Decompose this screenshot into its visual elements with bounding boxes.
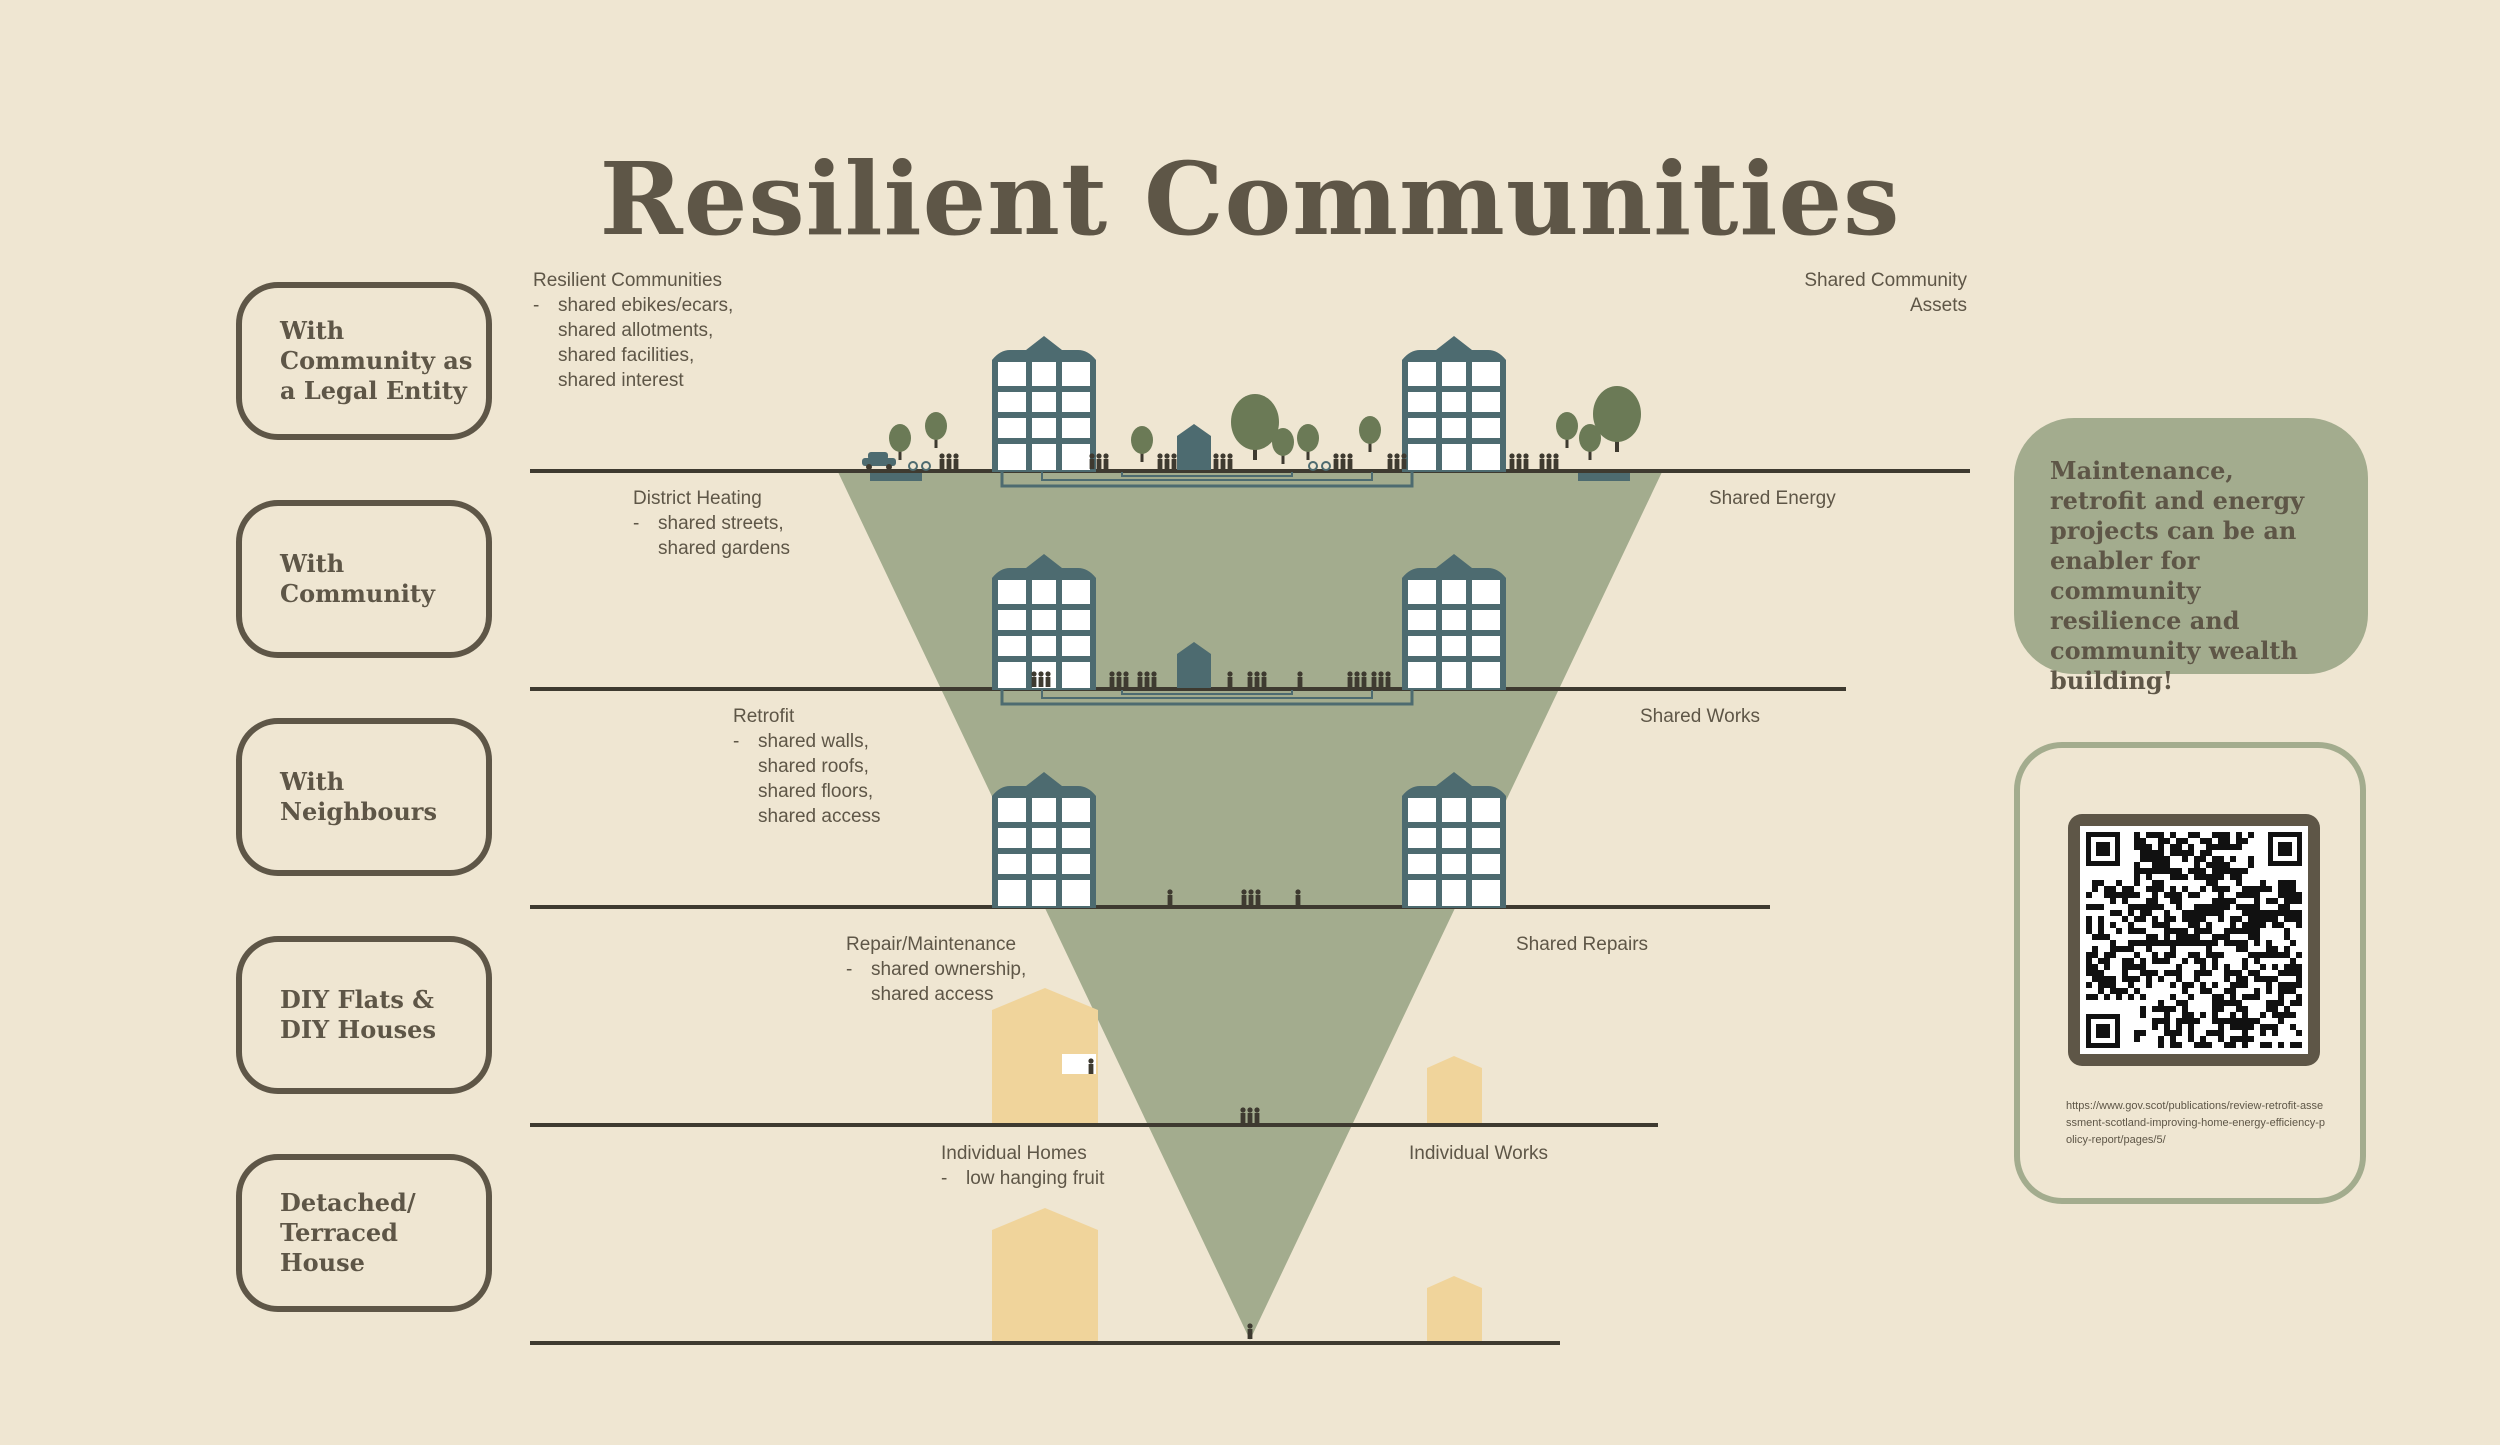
page-title: Resilient Communities bbox=[599, 140, 1901, 258]
qr-code-pattern bbox=[2086, 832, 2302, 1048]
tree-icon bbox=[889, 424, 911, 460]
callout-box: Maintenance, retrofit and energy project… bbox=[2014, 418, 2368, 695]
building-icon bbox=[1402, 554, 1506, 690]
charging-pad bbox=[870, 473, 922, 481]
house-icon bbox=[992, 988, 1098, 1123]
level-neighbours: With Neighbours bbox=[236, 718, 492, 876]
annotation-resilient-communities: Resilient Communities shared ebikes/ecar… bbox=[533, 268, 733, 393]
person-icon bbox=[1247, 1323, 1253, 1339]
house-icon bbox=[1427, 1056, 1482, 1123]
tree-icon bbox=[1297, 424, 1319, 460]
building-icon bbox=[1402, 336, 1506, 472]
car-icon bbox=[862, 452, 896, 470]
annotation-district-heating: District Heating shared streets, shared … bbox=[633, 486, 790, 561]
annotation-shared-works: Shared Works bbox=[1640, 706, 1761, 727]
annotation-repair-maintenance: Repair/Maintenance shared ownership, sha… bbox=[846, 932, 1026, 1007]
qr-finder bbox=[2268, 832, 2302, 866]
qr-finder bbox=[2086, 1014, 2120, 1048]
tree-icon bbox=[1272, 428, 1294, 464]
annotation-shared-community-assets: Shared Community Assets bbox=[1804, 270, 1967, 316]
house-icon bbox=[992, 1208, 1098, 1341]
tier-line bbox=[530, 1123, 1658, 1127]
person-icon bbox=[1240, 1107, 1259, 1123]
qr-modules bbox=[2086, 832, 2302, 1048]
level-legal-entity: With Community as a Legal Entity bbox=[236, 282, 492, 440]
building-icon bbox=[992, 554, 1096, 690]
tier-line bbox=[530, 905, 1770, 909]
qr-finder bbox=[2086, 832, 2120, 866]
tree-icon bbox=[1359, 416, 1381, 452]
tree-icon bbox=[925, 412, 947, 448]
annotation-individual-homes: Individual Homes low hanging fruit bbox=[941, 1141, 1104, 1191]
tier-line bbox=[530, 1341, 1560, 1345]
qr-card: https://www.gov.scot/publications/review… bbox=[2014, 742, 2366, 1204]
source-url[interactable]: https://www.gov.scot/publications/review… bbox=[2066, 1100, 2326, 1146]
building-icon bbox=[992, 336, 1096, 472]
tier-line bbox=[530, 469, 1970, 473]
level-detached: Detached/ Terraced House bbox=[236, 1154, 492, 1312]
tree-icon bbox=[1556, 412, 1578, 448]
level-diy: DIY Flats & DIY Houses bbox=[236, 936, 492, 1094]
bike-icon bbox=[1308, 461, 1331, 471]
level-community: With Community bbox=[236, 500, 492, 658]
annotation-shared-repairs: Shared Repairs bbox=[1516, 934, 1649, 955]
pump-icon bbox=[1177, 424, 1211, 470]
bike-icon bbox=[908, 461, 931, 471]
annotation-retrofit: Retrofit shared walls, shared roofs, sha… bbox=[733, 704, 881, 829]
tree-icon bbox=[1131, 426, 1153, 462]
tree-icon bbox=[1231, 394, 1279, 460]
building-icon bbox=[1402, 772, 1506, 908]
building-icon bbox=[992, 772, 1096, 908]
qr-code-icon[interactable] bbox=[2068, 814, 2320, 1066]
house-icon bbox=[1427, 1276, 1482, 1341]
annotation-shared-energy: Shared Energy bbox=[1709, 488, 1836, 509]
annotation-individual-works: Individual Works bbox=[1409, 1143, 1549, 1164]
tier-line bbox=[530, 687, 1846, 691]
charging-pad bbox=[1578, 473, 1630, 481]
